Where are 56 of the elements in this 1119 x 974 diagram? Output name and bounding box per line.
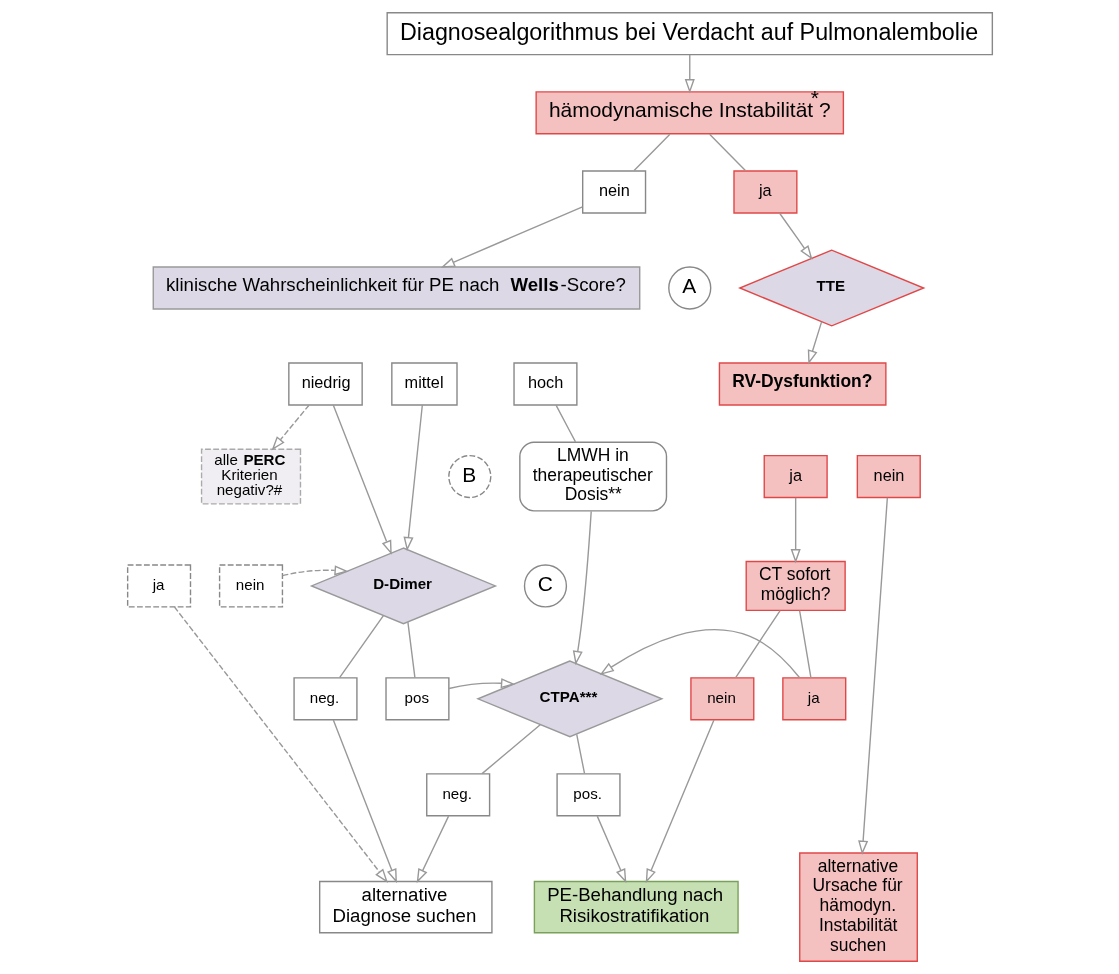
arrow (402, 404, 423, 552)
connector (406, 621, 416, 679)
arrow (281, 565, 349, 577)
node-circle: C (523, 564, 567, 608)
arrow (684, 54, 695, 94)
node-diamond: TTE (737, 249, 925, 327)
node-box: niedrig (287, 362, 363, 406)
arrow (173, 606, 388, 883)
connector (734, 609, 781, 679)
node-circle: A (667, 266, 711, 310)
arrow (332, 404, 392, 555)
arrow (807, 321, 822, 365)
node-box: nein (689, 677, 754, 721)
node-box: ja (732, 170, 798, 214)
connector (338, 614, 384, 679)
node-box: CT sofort möglich? (745, 560, 846, 612)
arrow (572, 510, 592, 666)
node-box: nein (581, 170, 646, 214)
node-box: ja (763, 454, 828, 499)
arrow (271, 404, 310, 451)
node-box: pos (384, 677, 450, 721)
arrow (596, 815, 626, 884)
arrow (447, 678, 515, 690)
node-box: klinische Wahrscheinlichkeit für PE nach Wells-Score? (152, 266, 640, 310)
connector (480, 723, 541, 775)
node-box: Diagnosealgorithmus bei Verdacht auf Pulmonalembolie (386, 12, 993, 56)
node-box: RV-Dysfunktion? (718, 362, 887, 406)
node-box: alternative Diagnose suchen (318, 880, 493, 934)
node-box: nein (218, 564, 283, 608)
arrow (416, 815, 449, 884)
node-box: alternative Ursache für hämodyn. Instabilität suchen (798, 852, 918, 962)
connector (554, 404, 576, 443)
connector (798, 609, 812, 679)
node-box: hoch (512, 362, 578, 406)
arrow (857, 497, 888, 856)
node-box: pos. (555, 773, 621, 817)
arrow (790, 497, 801, 564)
connector (632, 133, 671, 172)
node-box: nein (856, 454, 921, 499)
node-box: alle PERC Kriterien negativ?# (200, 448, 301, 505)
arrow (778, 212, 813, 260)
node-box: PE-Behandlung nach Risikostratifikation (533, 880, 739, 934)
node-box: mittel (390, 362, 458, 406)
node-box: ja (126, 564, 191, 608)
arrow (599, 628, 800, 679)
node-box: LMWH in therapeutischer Dosis** (518, 441, 667, 512)
node-circle: B (447, 454, 491, 499)
node-box: neg. (425, 773, 490, 817)
connector (708, 133, 746, 172)
node-diamond: D-Dimer (309, 547, 497, 625)
node-box: neg. (292, 677, 358, 721)
arrow (332, 719, 397, 884)
node-box: ja (781, 677, 846, 721)
arrow (645, 719, 715, 884)
arrow (440, 206, 583, 268)
connector (575, 733, 585, 775)
